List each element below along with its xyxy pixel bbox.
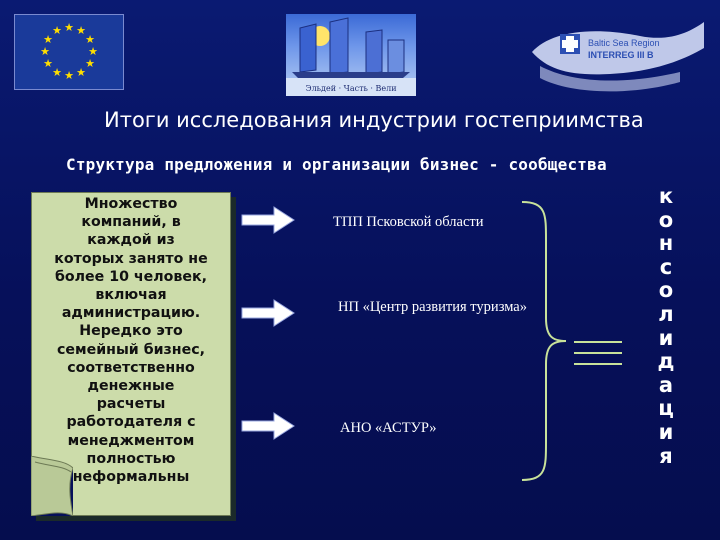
svg-text:★: ★ bbox=[64, 21, 74, 34]
svg-text:★: ★ bbox=[76, 24, 86, 37]
vertical-letter: а bbox=[658, 372, 674, 397]
vertical-word-consolidation: к о н с о л и д а ц и я bbox=[646, 184, 686, 468]
triple-bar-icon bbox=[572, 338, 624, 368]
svg-text:★: ★ bbox=[43, 33, 53, 46]
sailing-ship-logo: Эльдей · Часть · Вели bbox=[286, 14, 416, 96]
note-text: Множество компаний, в каждой из которых … bbox=[54, 196, 208, 486]
org-astur: АНО «АСТУР» bbox=[340, 420, 437, 436]
right-brace-icon bbox=[520, 200, 570, 482]
slide-subtitle: Структура предложения и организации бизн… bbox=[66, 155, 607, 174]
vertical-letter: ц bbox=[658, 396, 674, 421]
vertical-letter: я bbox=[659, 443, 673, 468]
vertical-letter: л bbox=[658, 301, 674, 326]
vertical-letter: о bbox=[658, 207, 674, 232]
svg-text:★: ★ bbox=[85, 57, 95, 70]
svg-text:★: ★ bbox=[52, 66, 62, 79]
note-curl-icon bbox=[31, 456, 73, 516]
right-arrow-icon bbox=[240, 298, 296, 328]
vertical-letter: и bbox=[658, 325, 674, 350]
vertical-letter: и bbox=[658, 419, 674, 444]
eu-flag-icon: ★★★ ★★★ ★★★ ★★★ bbox=[14, 14, 124, 90]
svg-text:★: ★ bbox=[85, 33, 95, 46]
ship-logo-caption: Эльдей · Часть · Вели bbox=[305, 84, 396, 93]
right-arrow-icon bbox=[240, 411, 296, 441]
svg-text:★: ★ bbox=[40, 45, 50, 58]
right-arrow-icon bbox=[240, 205, 296, 235]
vertical-letter: н bbox=[658, 231, 674, 256]
svg-text:★: ★ bbox=[52, 24, 62, 37]
vertical-letter: д bbox=[657, 349, 675, 374]
org-tpp: ТПП Псковской области bbox=[333, 214, 484, 230]
svg-text:★: ★ bbox=[43, 57, 53, 70]
svg-text:★: ★ bbox=[88, 45, 98, 58]
svg-text:★: ★ bbox=[76, 66, 86, 79]
note-card bbox=[31, 192, 231, 516]
vertical-letter: к bbox=[658, 184, 674, 208]
vertical-letter: о bbox=[658, 278, 674, 303]
slide-title: Итоги исследования индустрии гостеприимс… bbox=[104, 108, 644, 132]
interreg-logo-line1: Baltic Sea Region bbox=[588, 38, 660, 48]
interreg-logo-line2: INTERREG III B bbox=[588, 50, 654, 60]
org-tourism-center: НП «Центр развития туризма» bbox=[338, 299, 527, 315]
interreg-logo: Baltic Sea Region INTERREG III B bbox=[530, 12, 706, 98]
svg-text:★: ★ bbox=[64, 69, 74, 82]
vertical-letter: с bbox=[659, 254, 673, 279]
